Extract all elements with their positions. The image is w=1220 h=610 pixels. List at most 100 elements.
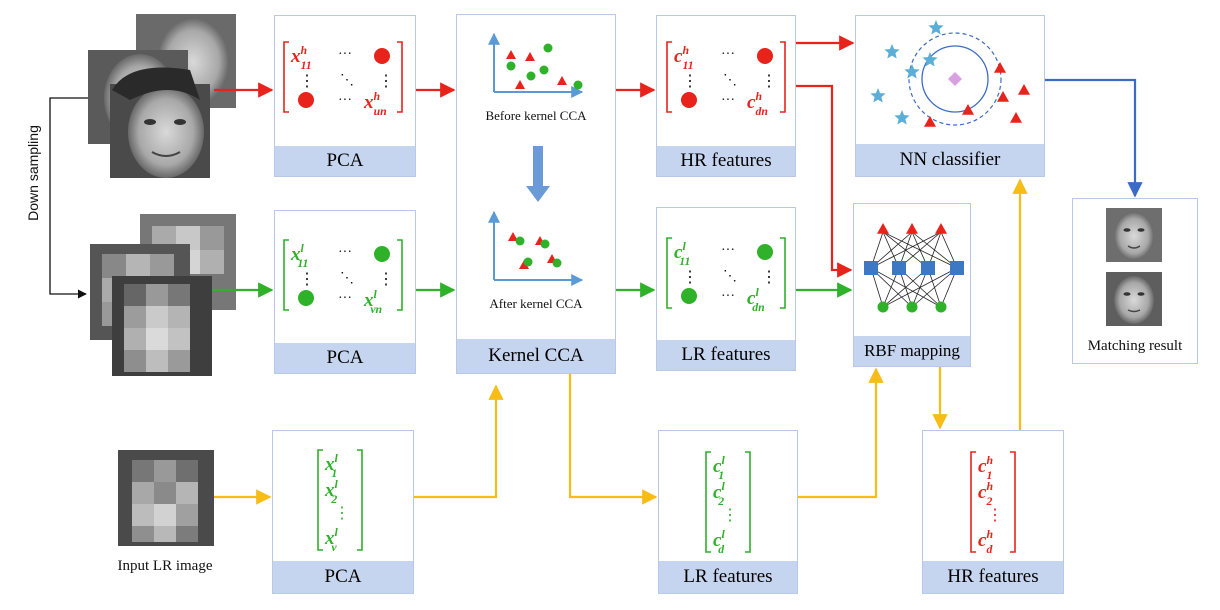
- rbf-network: [864, 223, 964, 313]
- matrix-ddots: ⋱: [723, 269, 737, 284]
- rbf-hidden-node: [950, 261, 964, 275]
- matrix-bracket: [357, 449, 363, 551]
- matrix-hdots: ···: [721, 243, 735, 258]
- matrix-bracket: [283, 239, 289, 311]
- red-arrows: [214, 35, 855, 278]
- lr-face-stack: [90, 214, 236, 376]
- matrix-bracket: [780, 41, 786, 113]
- matrix-bracket: [283, 41, 289, 113]
- rbf-output-node: [906, 223, 918, 234]
- matrix-bracket: [397, 41, 403, 113]
- matrix-hdots: ···: [721, 93, 735, 108]
- star-point: [928, 20, 944, 35]
- matrix-ddots: ⋱: [723, 73, 737, 88]
- hr-features-top-caption: HR features: [657, 146, 795, 176]
- rbf-input-node: [906, 301, 918, 313]
- matrix-vdots: ⋮: [378, 73, 394, 90]
- matrix-marker: [298, 92, 314, 108]
- kcca-transform-arrow: [526, 146, 550, 202]
- lr-features-mid-box: LR features: [656, 207, 796, 371]
- yellow-arrows: [214, 178, 1028, 505]
- nn-classifier-caption: NN classifier: [856, 144, 1044, 176]
- rbf-edge: [870, 231, 942, 269]
- matrix-ddots: ⋱: [340, 73, 354, 88]
- matrix-hdots: ···: [338, 47, 352, 62]
- down-sampling-arrow: [49, 97, 88, 299]
- triangle-point: [962, 104, 974, 115]
- star-point: [884, 44, 900, 59]
- rbf-hidden-node: [864, 261, 878, 275]
- nn-points: [870, 20, 1030, 127]
- triangle-point: [994, 62, 1006, 73]
- pca-hr-box: PCA: [274, 15, 416, 177]
- matrix-vdots: ⋮: [682, 73, 698, 90]
- hr-features-bottom-box: HR features: [922, 430, 1064, 594]
- matrix-hdots: ···: [338, 93, 352, 108]
- matrix-marker: [757, 244, 773, 260]
- matrix-bracket: [666, 41, 672, 113]
- matrix-marker: [374, 246, 390, 262]
- matrix-bracket: [1010, 451, 1016, 553]
- matrix-marker: [681, 288, 697, 304]
- pca-lr-box: PCA: [274, 210, 416, 374]
- matrix-ddots: ⋱: [340, 271, 354, 286]
- lr-features-bottom-caption: LR features: [659, 561, 797, 593]
- pca-lr-caption: PCA: [275, 343, 415, 373]
- matrix-bracket: [397, 239, 403, 311]
- arrow-lrfeat-to-rbf: [798, 367, 884, 499]
- triangle-point: [1018, 84, 1030, 95]
- input-lr-image: [118, 450, 214, 546]
- rbf-input-node: [935, 301, 947, 313]
- pca-input-box: PCA: [272, 430, 414, 594]
- pca-hr-caption: PCA: [275, 146, 415, 176]
- arrow-hrfeat-to-rbf: [796, 84, 853, 278]
- nn-classifier-box: NN classifier: [855, 15, 1045, 177]
- star-point: [922, 52, 938, 67]
- matrix-vdots: ⋮: [378, 271, 394, 288]
- matrix-hdots: ···: [338, 245, 352, 260]
- rbf-mapping-caption: RBF mapping: [854, 336, 970, 366]
- pca-input-caption: PCA: [273, 561, 413, 593]
- lr-features-mid-caption: LR features: [657, 340, 795, 370]
- rbf-output-node: [935, 223, 947, 234]
- vector-vdots: ⋮: [987, 507, 1003, 524]
- matrix-hdots: ···: [721, 289, 735, 304]
- matrix-bracket: [780, 237, 786, 309]
- matching-result-label: Matching result: [1087, 338, 1183, 354]
- rbf-hidden-node: [892, 261, 906, 275]
- rbf-hidden-node: [921, 261, 935, 275]
- matching-faces: [1106, 208, 1162, 326]
- arrow-kcca-to-lrfeat-bottom: [568, 374, 658, 505]
- arrow-pca-to-kcca-input: [414, 384, 504, 499]
- rbf-edge: [882, 267, 958, 308]
- hr-face-stack: [88, 14, 236, 178]
- star-point: [894, 110, 910, 125]
- matrix-marker: [681, 92, 697, 108]
- after-kcca-plot: [488, 210, 584, 286]
- matrix-bracket: [745, 451, 751, 553]
- matrix-hdots: ···: [338, 291, 352, 306]
- matrix-vdots: ⋮: [761, 269, 777, 286]
- hr-features-top-box: HR features: [656, 15, 796, 177]
- rbf-edge: [911, 267, 958, 308]
- before-kcca-plot: [488, 32, 584, 98]
